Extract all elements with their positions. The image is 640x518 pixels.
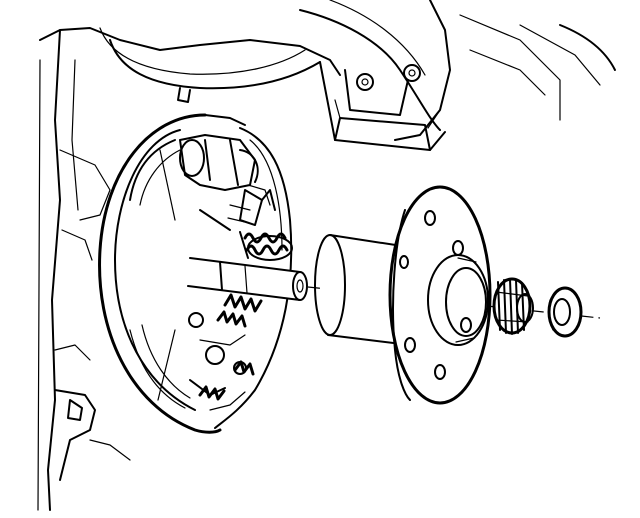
adjuster-lever [199, 189, 276, 231]
wheel-cylinder [179, 134, 271, 206]
spindle [187, 257, 308, 301]
return-spring [239, 231, 293, 261]
axle-housing [37, 0, 616, 511]
wheel-bearing [492, 277, 534, 335]
wheel-hub [314, 185, 492, 405]
brake-shoe [129, 139, 191, 409]
suspension-bracket [177, 61, 446, 151]
adjuster-spring [188, 293, 263, 411]
washer [547, 286, 583, 338]
